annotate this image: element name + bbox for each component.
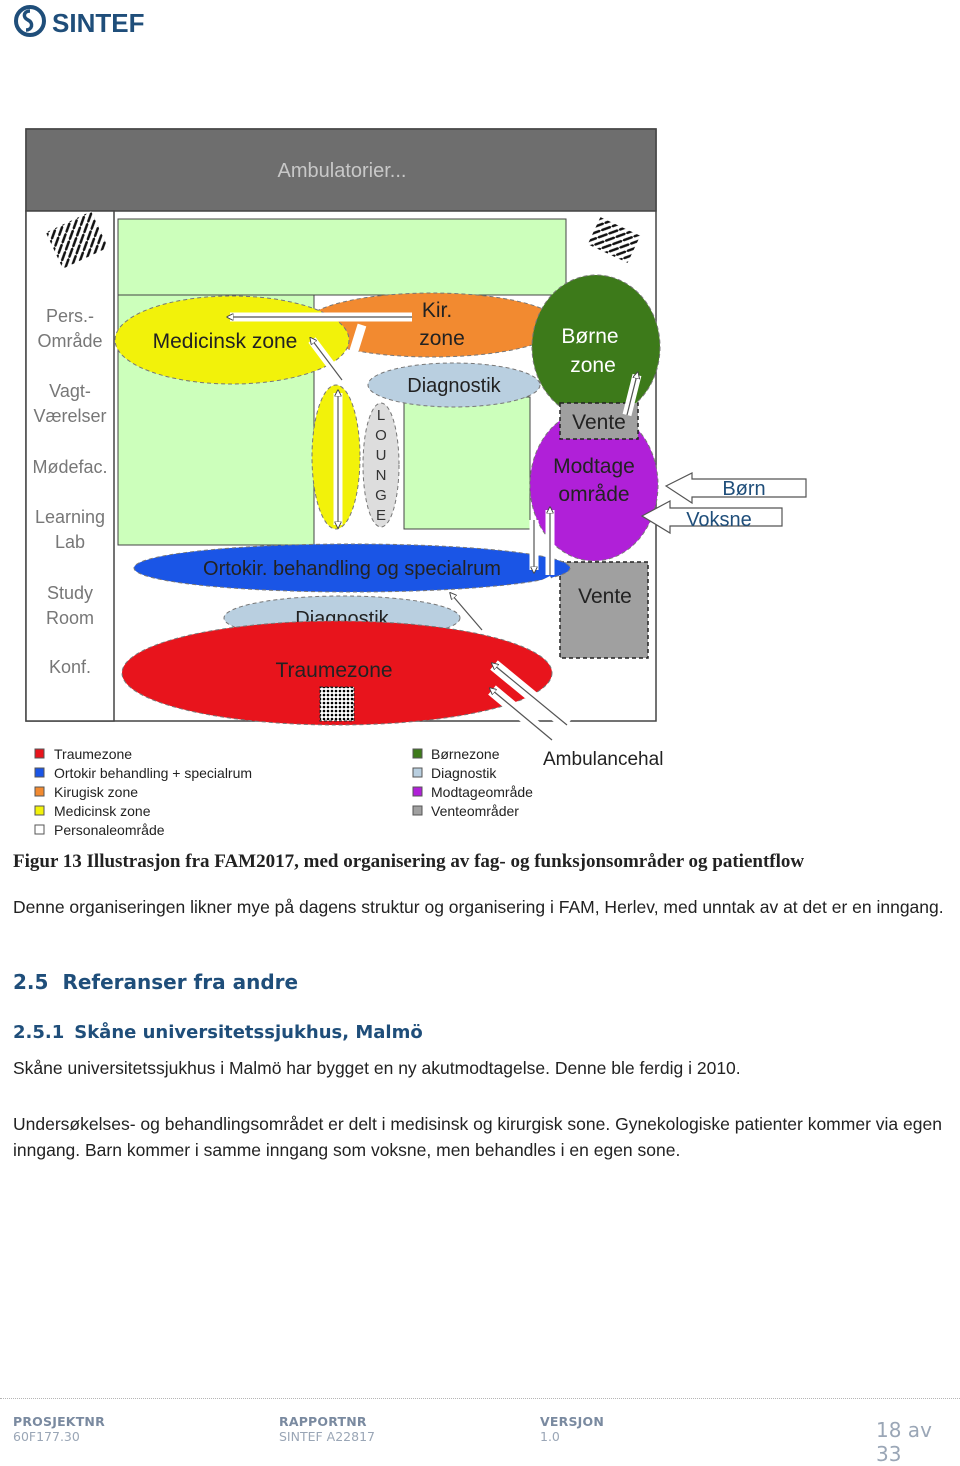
paragraph-zones: Undersøkelses- og behandlingsområdet er … [13,1114,942,1160]
legend-label-traumezone: Traumezone [54,746,132,762]
logo-ring-icon [14,5,46,37]
legend-swatch-personale [34,824,45,835]
footer-project-label: PROSJEKTNR [13,1414,105,1429]
modtage-label-2: område [558,483,629,506]
arrow-vente-borne [626,375,637,416]
arrow-ambulance-2 [494,665,568,726]
medicinsk-zone-label: Medicinsk zone [153,330,298,353]
diagnostik-top-zone [367,362,541,408]
paragraph-intro: Denne organiseringen likner mye på dagen… [13,897,944,917]
arrow-diag-ortokir [452,595,483,631]
lounge-letter-n: N [376,467,387,484]
elevator-icon [319,686,355,722]
page-number: 18 av 33 [876,1418,932,1466]
legend-swatch-ortokir [34,767,45,778]
modtage-label-1: Modtage [553,455,635,478]
arrow-born-entrance [664,472,807,505]
ortokir-label: Ortokir. behandling og specialrum [203,558,501,580]
legend-label-vente: Venteområder [431,803,519,819]
ambulancehal-label: Ambulancehal [543,749,663,770]
footer-report-value: SINTEF A22817 [279,1429,375,1444]
traume-label: Traumezone [275,659,392,682]
kir-zone-label-1: Kir. [422,299,452,322]
footer-report-label: RAPPORTNR [279,1414,367,1429]
figure-caption: Figur 13 Illustrasjon fra FAM2017, med o… [13,851,805,872]
ambulatorier-bar [25,128,657,212]
traume-zone [121,620,553,726]
section-heading: 2.5 Referanser fra andre [13,970,298,994]
arrow-ambulance-1 [492,690,553,741]
legend-swatch-modtage [412,786,423,797]
stairs-icon-right [587,217,641,263]
section-number: 2.5 [13,970,49,994]
legend-label-medicinsk: Medicinsk zone [54,803,151,819]
sintef-logo: SINTEF [14,5,184,39]
vente-bottom-box [559,561,649,659]
left-label-room: Room [46,608,94,628]
left-label-pers: Pers.- [46,306,94,326]
legend-swatch-bornezone [412,748,423,759]
legend-label-ortokir: Ortokir behandling + specialrum [54,765,252,781]
diagnostik-top-label: Diagnostik [407,375,501,397]
footer-report: RAPPORTNR SINTEF A22817 [279,1414,375,1444]
legend-label-modtage: Modtageområde [431,784,533,800]
footer-project: PROSJEKTNR 60F177.30 [13,1414,105,1444]
arrow-diag-medicinsk [312,340,343,381]
footer-divider [0,1398,960,1399]
voksne-label: Voksne [686,509,752,531]
vente-top-label: Vente [572,411,626,434]
left-label-vagt: Vagt- [49,381,91,401]
legend-label-diagnostik: Diagnostik [431,765,497,781]
legend-swatch-vente [412,805,423,816]
staff-column [25,210,115,722]
left-label-study: Study [47,583,93,603]
logo-swirl-icon [22,9,34,32]
fam-floor-plan-figure: Ambulatorier... Pers.- Område Vagt- Være… [22,125,822,845]
green-room-center [403,396,531,530]
ambulatorier-label: Ambulatorier... [278,160,407,182]
ortokir-zone [133,543,571,593]
section-title: Referanser fra andre [62,970,299,994]
logo-text: SINTEF [52,8,144,38]
legend-label-bornezone: Børnezone [431,746,500,762]
left-label-modefac: Mødefac. [32,457,107,477]
footer-project-value: 60F177.30 [13,1429,80,1444]
legend-swatch-kirugisk [34,786,45,797]
arrow-voksne-entrance [640,499,783,535]
borne-zone-label-2: zone [570,354,616,377]
vente-bottom-label: Vente [578,585,632,608]
stairs-icon-left [45,211,109,269]
borne-zone-label-1: Børne [561,325,618,348]
lounge-letter-l: L [377,407,385,424]
legend-swatch-traumezone [34,748,45,759]
subsection-number: 2.5.1 [13,1022,65,1043]
footer-version: VERSJON 1.0 [540,1414,604,1444]
lounge-letter-u: U [376,447,387,464]
kir-zone-label-2: zone [419,327,465,350]
left-label-omrade: Område [37,331,102,351]
legend-label-kirugisk: Kirugisk zone [54,784,138,800]
subsection-heading: 2.5.1 Skåne universitetssjukhus, Malmö [13,1022,423,1043]
left-label-lab: Lab [55,532,85,552]
legend-swatch-medicinsk [34,805,45,816]
legend-swatch-diagnostik [412,767,423,778]
footer-version-label: VERSJON [540,1414,604,1429]
lounge [362,402,400,528]
lounge-letter-e: E [376,507,386,524]
subsection-title: Skåne universitetssjukhus, Malmö [74,1022,423,1043]
left-label-vaerelser: Værelser [33,406,106,426]
legend-label-personale: Personaleområde [54,822,165,838]
lounge-letter-o: O [375,427,387,444]
born-label: Børn [722,478,765,500]
left-label-konf: Konf. [49,657,91,677]
lounge-letter-g: G [375,487,387,504]
paragraph-malmo: Skåne universitetssjukhus i Malmö har by… [13,1058,741,1078]
green-room-top [117,218,567,296]
footer-version-value: 1.0 [540,1429,560,1444]
left-label-learning: Learning [35,507,105,527]
